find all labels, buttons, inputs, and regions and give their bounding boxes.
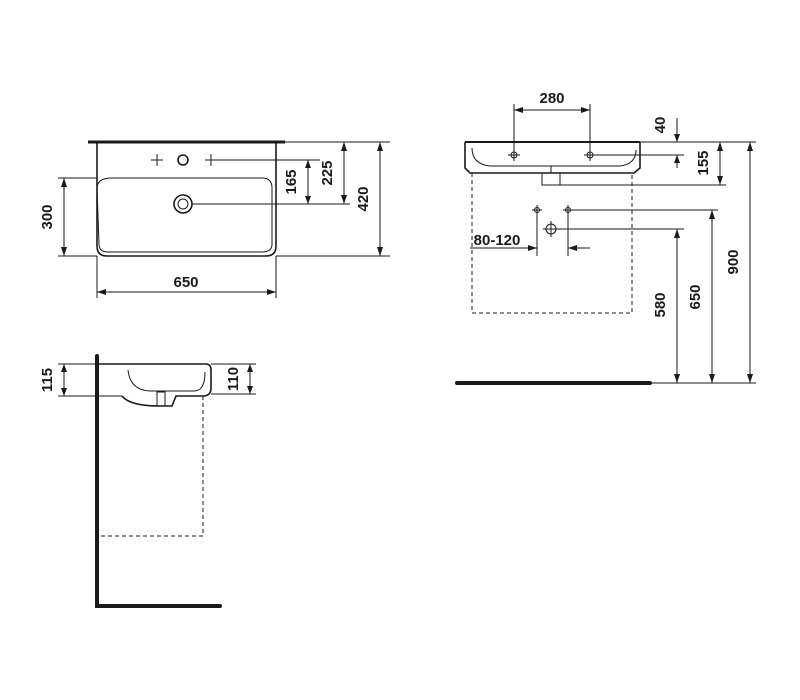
basin-side [97,363,212,407]
supply-height-label: 650 [687,284,704,309]
top-view: 650 300 165 225 420 [39,140,390,298]
total-depth-label: 420 [355,186,372,211]
bowl-depth-label: 300 [39,204,56,229]
rim-label: 40 [652,117,669,134]
bowl-height-label: 155 [695,150,712,175]
drain-inner [177,198,189,210]
side-cabinet-outline [100,396,204,537]
tap-distance-label: 225 [319,160,336,185]
side-inner-height-label: 110 [225,367,242,391]
basin-front [464,142,641,174]
bowl-front-curve [471,147,637,167]
total-height-label: 900 [725,249,742,274]
tap-hole [177,154,189,166]
range-label: 80-120 [474,232,521,249]
front-view: 280 40 155 80-120 580 [455,90,756,385]
waste-height-label: 580 [652,292,669,317]
basin-outline [96,142,277,257]
side-view: 115 110 [39,354,256,608]
width-label: 650 [173,274,198,291]
holes-spacing-label: 280 [539,90,564,107]
drain-outer [173,194,193,214]
cabinet-outline [471,173,633,314]
wall-floor [95,354,222,608]
waste-outlet [541,172,561,186]
side-outer-height-label: 115 [39,368,56,392]
bowl-side [127,369,206,392]
drain-distance-label: 165 [283,169,300,194]
bowl-outline [96,177,273,253]
